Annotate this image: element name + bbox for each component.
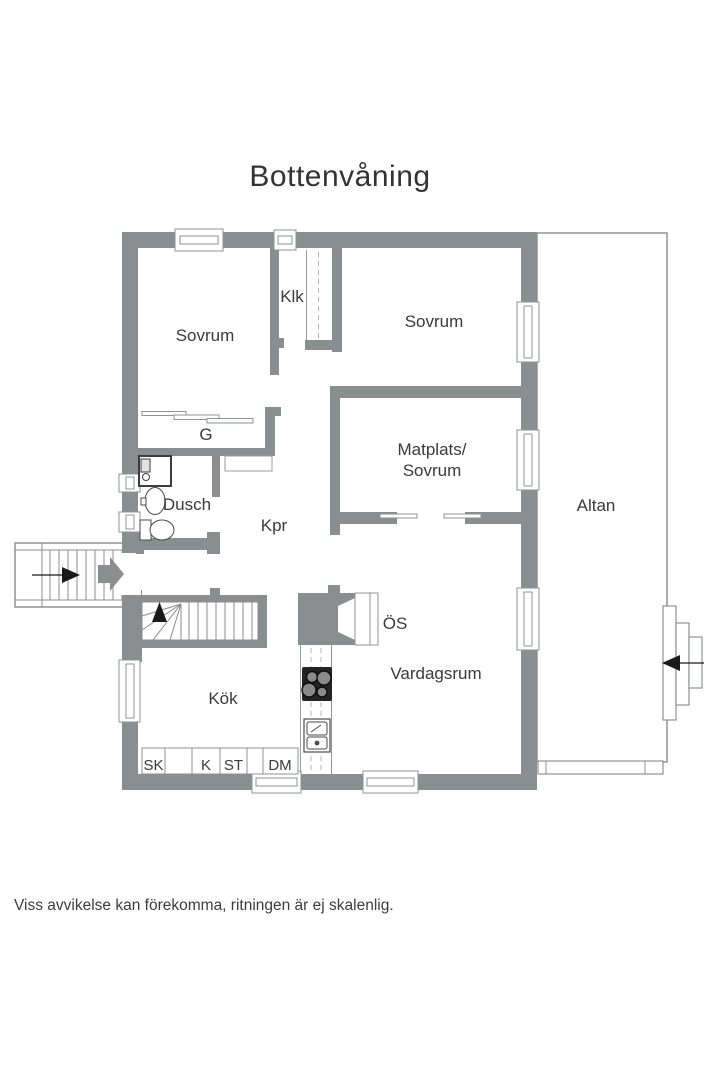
fireplace	[298, 585, 379, 646]
g-sliding-doors	[141, 411, 254, 424]
wall-dusch-bottom	[138, 538, 216, 550]
wall-top	[122, 232, 537, 248]
wall-bottom	[122, 774, 537, 790]
toilet-tank	[139, 519, 152, 541]
klk-closet	[306, 250, 319, 340]
window-pane	[523, 305, 533, 359]
window-pane	[125, 663, 135, 719]
room-labels: Sovrum Klk Sovrum G Matplats/ Sovrum Dus…	[163, 287, 615, 708]
wall-nub	[279, 338, 284, 348]
stair-treads	[188, 602, 253, 640]
window-pane	[255, 777, 298, 787]
room-label-klk: Klk	[280, 287, 304, 306]
house-walls	[122, 232, 537, 790]
sink-drain	[314, 740, 320, 746]
window-pane	[179, 235, 219, 245]
entry-opening	[119, 547, 144, 602]
entry-door-opening	[119, 553, 141, 595]
window-pane	[277, 235, 293, 245]
shower-mixer	[140, 458, 151, 473]
fireplace-stub	[328, 585, 340, 595]
page-title: Bottenvåning	[249, 160, 431, 193]
cabinet-label-dm: DM	[268, 757, 291, 774]
wall-nub	[275, 407, 281, 416]
sliding-door-leaf	[141, 411, 187, 416]
room-label-kok: Kök	[208, 689, 238, 708]
wall-nub	[210, 588, 220, 595]
room-label-dusch: Dusch	[163, 495, 211, 514]
room-label-vardagsrum: Vardagsrum	[390, 664, 481, 683]
matplats-sliding-doors	[379, 513, 482, 519]
wall-dusch-cap-left	[122, 532, 140, 553]
stair-up-arrow-icon	[152, 602, 167, 622]
sliding-door-leaf	[206, 418, 254, 424]
room-label-sovrum-1: Sovrum	[176, 326, 235, 345]
cabinet-label-st: ST	[224, 757, 243, 774]
wall-dusch-right	[212, 453, 220, 497]
wall-g-right	[265, 407, 275, 453]
step-arrow-icon	[662, 655, 680, 671]
interior-staircase	[141, 601, 259, 641]
interior-walls	[122, 248, 523, 662]
window-pane	[125, 514, 135, 530]
kitchen-counter	[300, 645, 332, 774]
dusch-fixtures	[138, 455, 175, 541]
window-pane	[523, 433, 533, 487]
entry-arrow-icon	[98, 557, 124, 591]
fireplace-hearth	[354, 592, 379, 646]
altan-terrace	[536, 232, 704, 775]
burner	[316, 686, 328, 698]
room-label-kpr: Kpr	[261, 516, 288, 535]
wall-klk-right	[332, 248, 342, 352]
hall-cabinet	[224, 455, 273, 472]
wall-stair-left	[122, 590, 142, 662]
wall-sovrum2-matplats	[330, 386, 523, 398]
sink-tap	[310, 724, 322, 733]
wall-stair-right	[258, 595, 267, 648]
room-label-os: ÖS	[383, 614, 408, 633]
altan-edge-strip	[537, 760, 664, 775]
kitchen-cabinet-row: SK K ST DM	[141, 747, 299, 775]
wall-klk-foot	[305, 340, 342, 350]
room-label-g: G	[199, 425, 212, 444]
sliding-door-leaf	[379, 513, 418, 519]
room-label-altan: Altan	[577, 496, 616, 515]
windows	[118, 228, 540, 794]
wall-kok-top	[142, 640, 267, 648]
disclaimer-text: Viss avvikelse kan förekomma, ritningen …	[14, 897, 394, 914]
room-label-matplats-1: Matplats/	[398, 440, 467, 459]
wall-sovrum-klk	[270, 248, 279, 375]
wall-stair-top	[142, 595, 267, 603]
kitchen-sink	[303, 718, 331, 753]
toilet-bowl	[149, 519, 175, 541]
wall-matplats-left	[330, 386, 340, 535]
shower-drain	[142, 473, 150, 481]
sink-tap	[140, 497, 147, 506]
wall-nub	[136, 547, 144, 554]
cabinet-label-k: K	[201, 757, 211, 774]
room-label-sovrum-2: Sovrum	[405, 312, 464, 331]
altan-outline	[536, 232, 668, 763]
burner	[316, 670, 332, 686]
window-pane	[125, 476, 135, 490]
window-pane	[366, 777, 415, 787]
stair-arrow-icon	[62, 567, 80, 583]
wall-nub	[136, 595, 144, 602]
fireplace-opening	[338, 598, 355, 640]
sink-basin	[306, 721, 328, 736]
burner	[305, 670, 319, 684]
stove	[301, 667, 332, 701]
cabinet-label-sk: SK	[143, 757, 163, 774]
sliding-door-leaf	[443, 513, 482, 519]
room-label-matplats-2: Sovrum	[403, 461, 462, 480]
altan-steps	[662, 605, 704, 721]
wall-g-bottom	[122, 448, 275, 456]
window-pane	[523, 591, 533, 647]
sliding-door-leaf	[173, 414, 220, 420]
wall-dusch-cap-right	[207, 532, 220, 554]
burner	[301, 682, 317, 698]
